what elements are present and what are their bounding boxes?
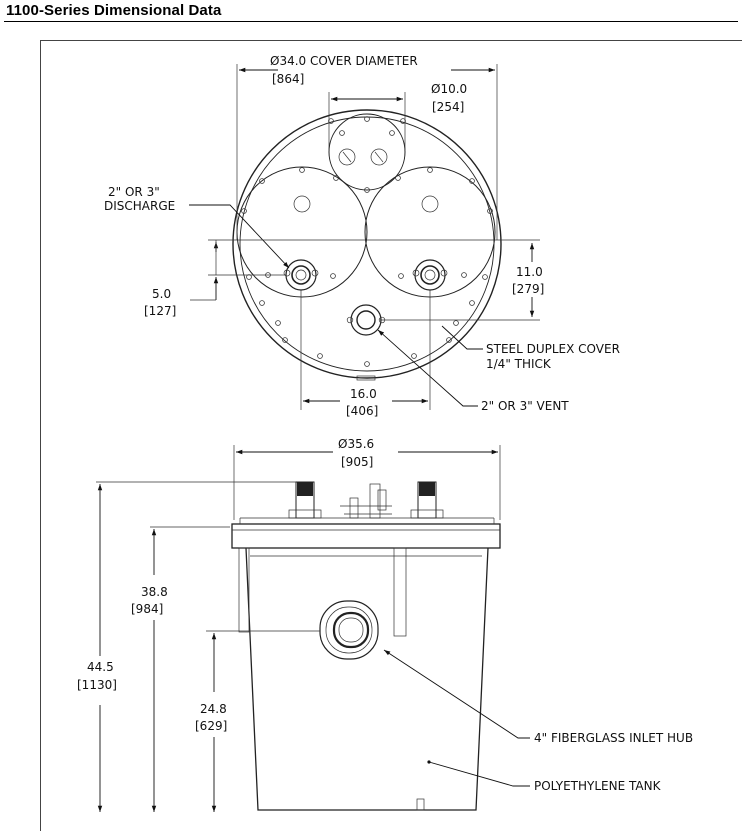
- hatch-diameter-label: Ø10.0: [431, 82, 467, 96]
- left-basin-circle: [236, 166, 368, 298]
- flange-diameter-mm-label: [905]: [341, 455, 373, 469]
- left-discharge-pipe: [288, 481, 322, 519]
- right-basin-circle: [364, 166, 496, 298]
- left-discharge-fitting: [283, 259, 319, 291]
- top-view: Ø34.0 COVER DIAMETER [864] Ø10.0 [254] 2…: [104, 54, 620, 418]
- float-switch-icon: [293, 195, 311, 213]
- cover-outer-circle: [232, 109, 502, 379]
- tank-height-label: 38.8: [141, 585, 168, 599]
- cover-material-line1: STEEL DUPLEX COVER: [486, 342, 620, 356]
- title-underline: [4, 21, 738, 22]
- bolt-holes: [241, 116, 493, 367]
- flange-diameter-label: Ø35.6: [338, 437, 374, 451]
- hatch-diameter-mm-label: [254]: [432, 100, 464, 114]
- float-switch-icon: [421, 195, 439, 213]
- hatch-handle-icon: [338, 148, 356, 166]
- cover-material-line2: 1/4" THICK: [486, 357, 552, 371]
- drawing-frame: [40, 40, 742, 831]
- spacing-mm-label: [406]: [346, 404, 378, 418]
- right-discharge-fitting: [412, 259, 448, 291]
- overall-height-mm-label: [1130]: [77, 678, 117, 692]
- inlet-hub-label: 4" FIBERGLASS INLET HUB: [534, 731, 693, 745]
- offset-large-label: 11.0: [516, 265, 543, 279]
- tank-label: POLYETHYLENE TANK: [534, 779, 662, 793]
- discharge-label-line1: 2" OR 3": [108, 185, 160, 199]
- vent-label: 2" OR 3" VENT: [481, 399, 569, 413]
- cover-inner-circle: [239, 116, 495, 372]
- discharge-label-line2: DISCHARGE: [104, 199, 175, 213]
- cover-diameter-mm-label: [864]: [272, 72, 304, 86]
- spacing-label: 16.0: [350, 387, 377, 401]
- hatch-handle-icon: [370, 148, 388, 166]
- inlet-height-mm-label: [629]: [195, 719, 227, 733]
- page-title: 1100-Series Dimensional Data: [6, 2, 222, 19]
- offset-small-label: 5.0: [152, 287, 171, 301]
- tank-body: [245, 547, 489, 811]
- overall-height-label: 44.5: [87, 660, 114, 674]
- vent-stack: [340, 483, 392, 519]
- tank-height-mm-label: [984]: [131, 602, 163, 616]
- cover-flange: [231, 523, 501, 549]
- side-view: Ø35.6 [905]: [77, 437, 693, 812]
- right-discharge-pipe: [410, 481, 444, 519]
- offset-large-mm-label: [279]: [512, 282, 544, 296]
- offset-small-mm-label: [127]: [144, 304, 176, 318]
- center-hatch-circle: [328, 113, 406, 191]
- inlet-height-label: 24.8: [200, 702, 227, 716]
- cover-diameter-label: Ø34.0 COVER DIAMETER: [270, 54, 418, 68]
- inlet-hub: [319, 600, 379, 660]
